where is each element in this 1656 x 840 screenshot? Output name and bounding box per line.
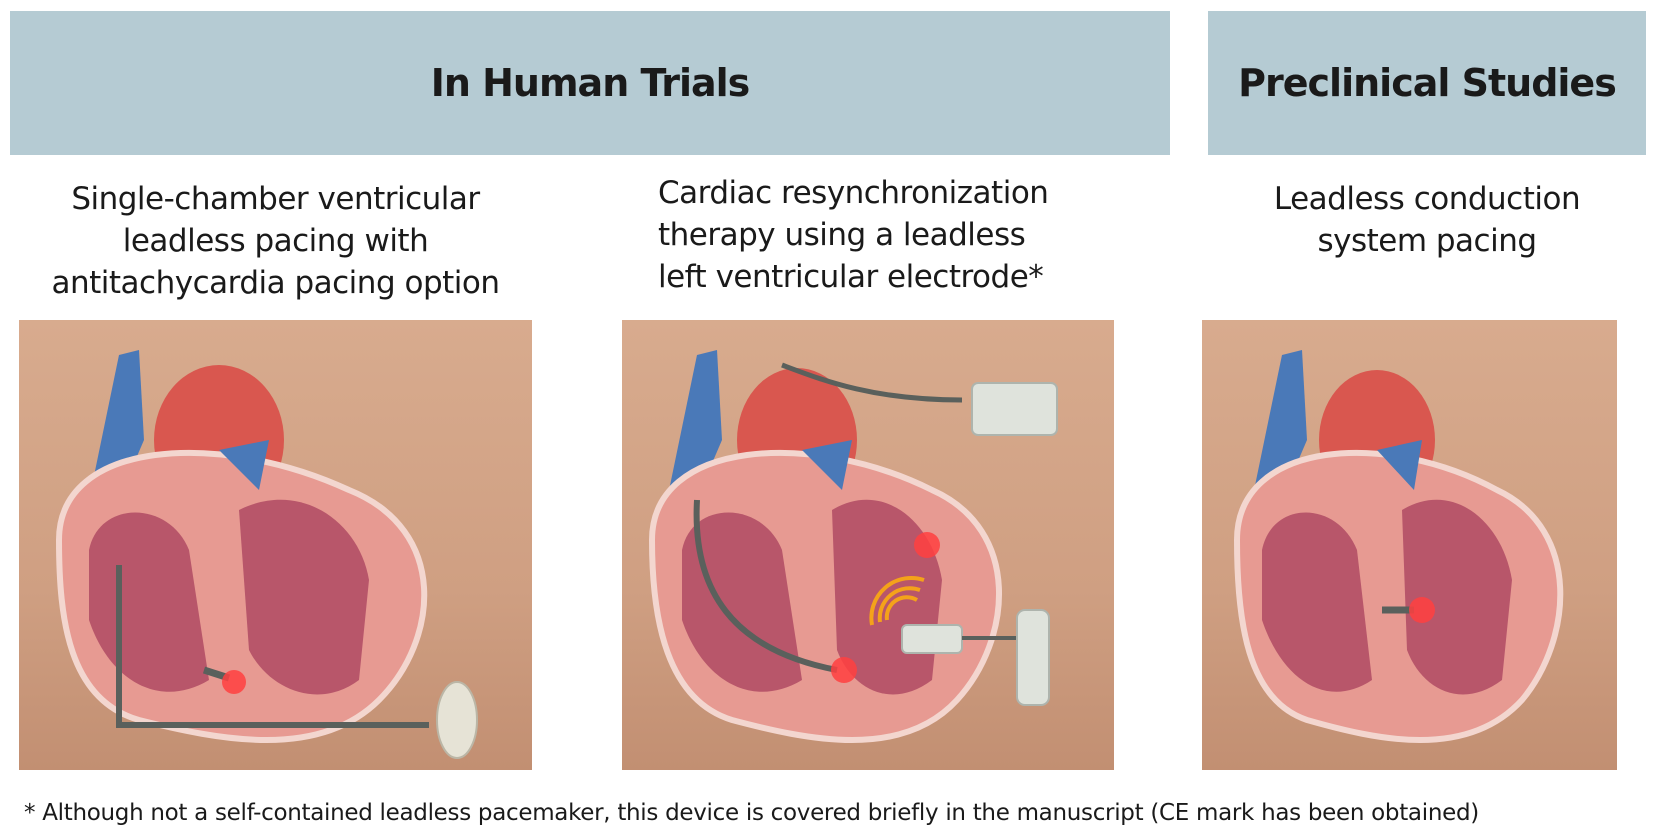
caption-conduction-system: Leadless conduction system pacing [1208, 178, 1646, 262]
caption-line: antitachycardia pacing option [51, 265, 500, 301]
caption-line: Leadless conduction [1273, 181, 1581, 217]
footnote: * Although not a self-contained leadless… [24, 800, 1479, 826]
caption-line: system pacing [1317, 223, 1537, 259]
header-title: Preclinical Studies [1238, 61, 1617, 105]
caption-line: therapy using a leadless [658, 217, 1026, 253]
header-in-human-trials: In Human Trials [10, 11, 1170, 155]
caption-line: left ventricular electrode* [658, 259, 1044, 295]
heart-icon [55, 350, 478, 759]
illustration-crt-leadless-lv [622, 320, 1114, 770]
caption-single-chamber: Single-chamber ventricular leadless paci… [19, 178, 532, 304]
illustration-single-chamber [19, 320, 532, 770]
heart-icon [1233, 350, 1564, 743]
caption-line: Cardiac resynchronization [658, 175, 1049, 211]
caption-line: leadless pacing with [122, 223, 429, 259]
header-preclinical-studies: Preclinical Studies [1208, 11, 1646, 155]
header-title: In Human Trials [430, 61, 751, 105]
illustration-conduction-system [1202, 320, 1617, 770]
caption-crt: Cardiac resynchronization therapy using … [658, 172, 1138, 298]
caption-line: Single-chamber ventricular [71, 181, 480, 217]
heart-icon [648, 350, 1058, 743]
